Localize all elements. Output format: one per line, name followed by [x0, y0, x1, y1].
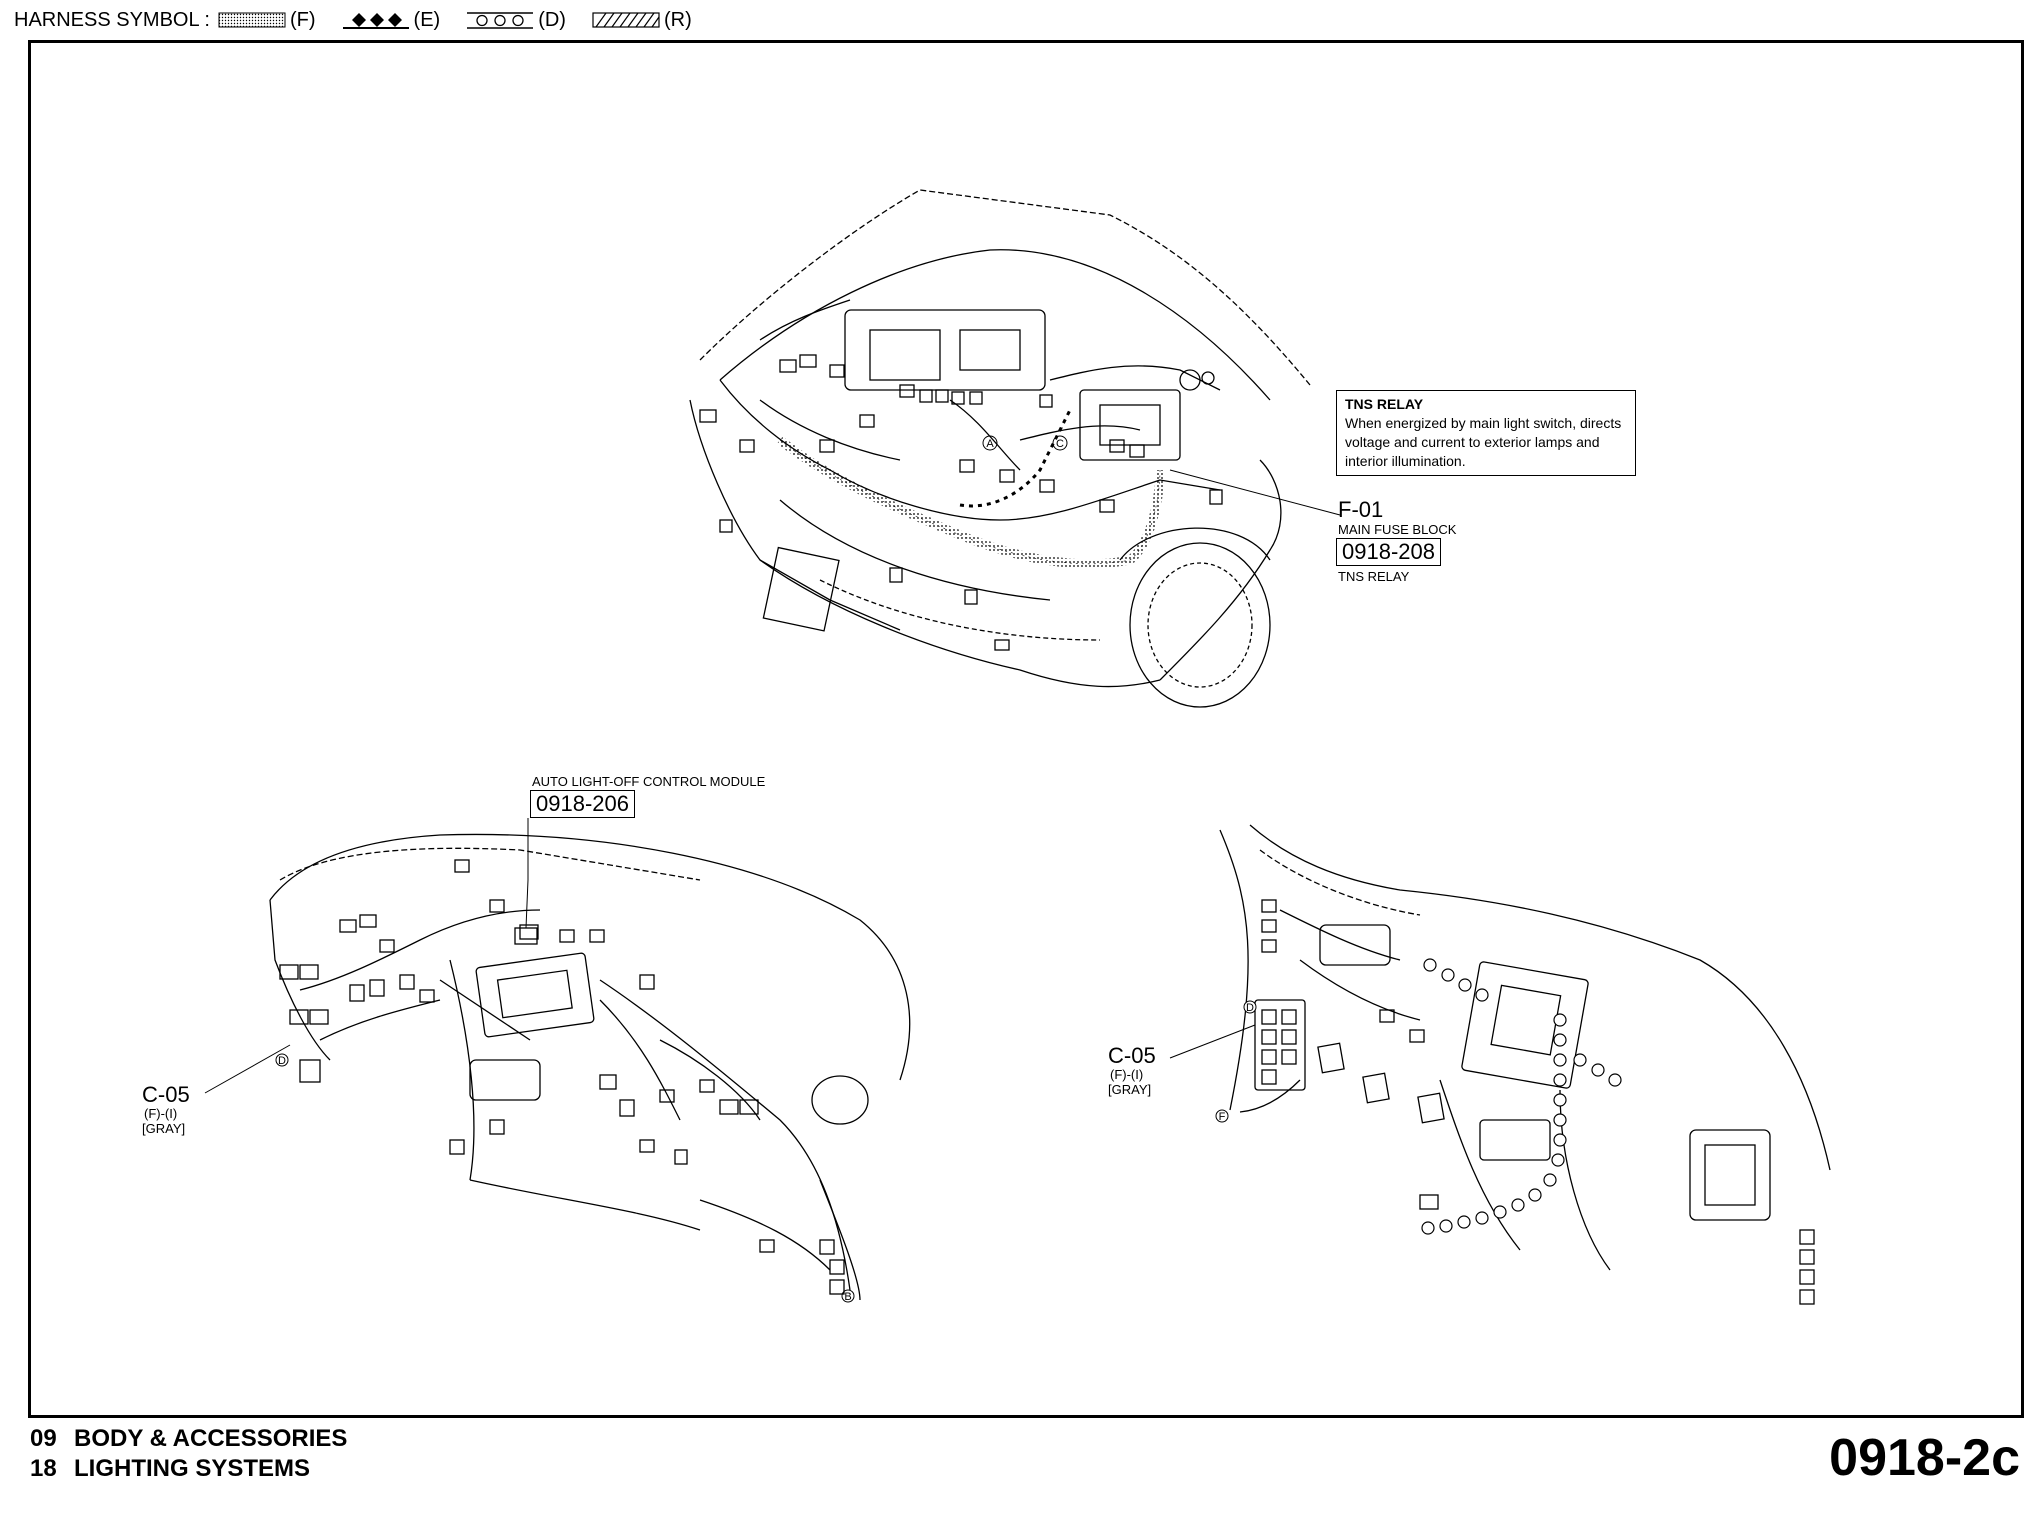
c05-left-color: [GRAY] [142, 1121, 186, 1136]
dashboard-right-harness-d [1421, 958, 1622, 1235]
point-a-engine: A [986, 438, 994, 450]
legend-label: HARNESS SYMBOL : [14, 8, 210, 31]
f01-connector-name: MAIN FUSE BLOCK [1338, 522, 1457, 537]
footer-line-2-text: LIGHTING SYSTEMS [74, 1455, 311, 1482]
c05-right-connector-id: C-05 [1108, 1043, 1156, 1068]
c05-right-harness: (F)-(I) [1110, 1067, 1144, 1082]
harness-symbol-legend: HARNESS SYMBOL : (F) (E) (D) (R) [14, 4, 710, 36]
legend-dotted-symbol [218, 12, 286, 28]
c05-left-harness: (F)-(I) [144, 1106, 178, 1121]
engine-bay-illustration [689, 189, 1341, 708]
c05-right-color: [GRAY] [1108, 1082, 1152, 1097]
tns-relay-ref-link[interactable]: 0918-208 [1336, 538, 1441, 566]
tns-relay-ref-name: TNS RELAY [1338, 569, 1410, 584]
dashboard-left-illustration [204, 818, 911, 1301]
legend-code-d: (D) [538, 8, 566, 31]
page-number: 0918-2c [1829, 1429, 2020, 1487]
footer-line-2: 18 LIGHTING SYSTEMS [30, 1454, 347, 1484]
point-c-engine: C [1056, 438, 1064, 450]
engine-harness-f [777, 436, 1165, 569]
dashboard-left-point-labels: D B [275, 1053, 855, 1303]
point-d-right: D [1246, 1002, 1254, 1014]
footer-line-1-number: 09 [30, 1425, 57, 1452]
point-f-right: F [1219, 1111, 1226, 1123]
dashboard-right-illustration [1169, 824, 1831, 1305]
point-b-left: B [844, 1291, 851, 1303]
dashboard-right-point-labels: D F [1215, 1000, 1257, 1123]
legend-code-r: (R) [663, 8, 692, 31]
legend-circle-symbol [467, 12, 534, 29]
legend-diamond-symbol [342, 13, 409, 29]
engine-bay-point-labels: A C [986, 438, 1064, 450]
diagram-frame [28, 40, 2024, 1418]
footer-line-1-text: BODY & ACCESSORIES [74, 1425, 348, 1452]
tns-relay-description: When energized by main light switch, dir… [1345, 415, 1622, 469]
auto-light-off-ref-link[interactable]: 0918-206 [530, 790, 635, 818]
legend-code-f: (F) [289, 8, 316, 31]
tns-relay-info-box: TNS RELAY When energized by main light s… [1336, 390, 1636, 476]
point-d-left: D [278, 1055, 286, 1067]
footer-line-2-number: 18 [30, 1455, 57, 1482]
section-footer: 09 BODY & ACCESSORIES 18 LIGHTING SYSTEMS [30, 1424, 347, 1484]
f01-connector-id: F-01 [1338, 497, 1384, 522]
engine-harness-e [959, 409, 1072, 508]
c05-left-connector-id: C-05 [142, 1082, 190, 1107]
legend-code-e: (E) [413, 8, 441, 31]
tns-relay-title: TNS RELAY [1345, 396, 1424, 412]
footer-line-1: 09 BODY & ACCESSORIES [30, 1424, 347, 1454]
auto-light-off-module-label: AUTO LIGHT-OFF CONTROL MODULE [532, 774, 766, 789]
legend-hatched-symbol [592, 12, 660, 28]
